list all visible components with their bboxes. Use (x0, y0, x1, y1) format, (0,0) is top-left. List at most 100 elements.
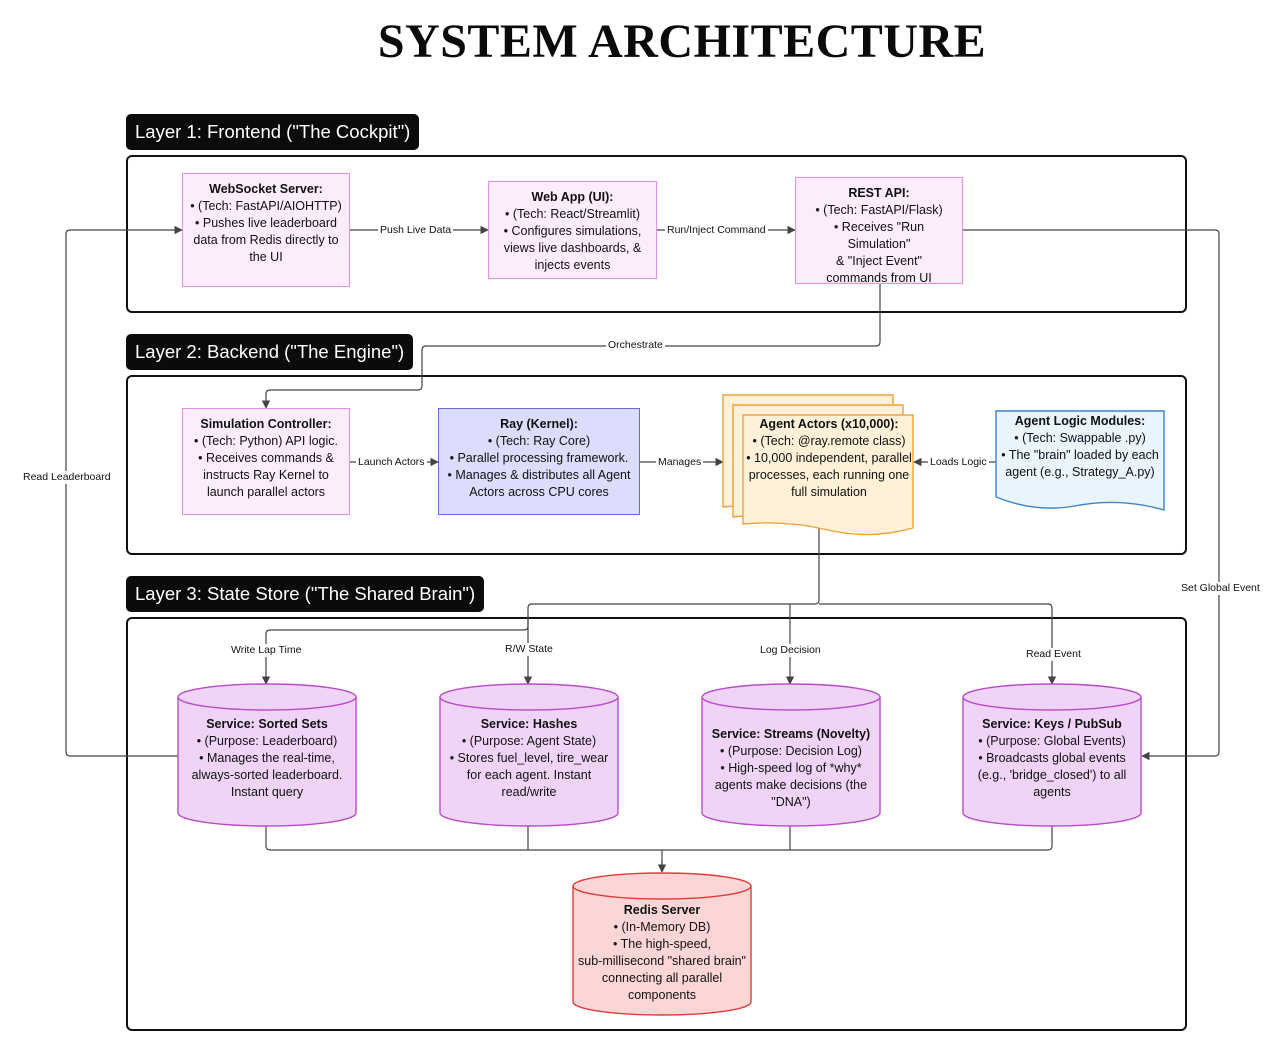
node-line: "DNA") (771, 795, 811, 809)
node-title: Agent Actors (x10,000): (759, 417, 899, 431)
layer-2-frame (126, 375, 1187, 555)
edge-label-launch-actors: Launch Actors (356, 456, 427, 469)
node-line: • Broadcasts global events (978, 751, 1126, 765)
node-line: • (Tech: Ray Core) (487, 434, 591, 448)
node-line: • (Purpose: Global Events) (978, 734, 1126, 748)
node-line: • The "brain" loaded by each (1001, 448, 1159, 462)
cylinder-sorted-sets (177, 683, 357, 827)
node-line: launch parallel actors (206, 485, 326, 499)
node-line: for each agent. Instant (466, 768, 592, 782)
node-line: injects events (534, 258, 611, 272)
edge-write-lap-time (261, 616, 529, 685)
node-title: Service: Keys / PubSub (982, 717, 1122, 731)
edge-read-event (819, 603, 1057, 685)
layer-3-tag: Layer 3: State Store ("The Shared Brain"… (126, 576, 485, 612)
node-line: agent (e.g., Strategy_A.py) (1005, 465, 1155, 479)
streams-node: Service: Streams (Novelty) • (Purpose: D… (702, 726, 880, 811)
edge-label-read-event: Read Event (1024, 648, 1083, 661)
node-title: Service: Streams (Novelty) (711, 727, 871, 741)
node-line: agents (1033, 785, 1071, 799)
node-line: • (Purpose: Leaderboard) (196, 734, 338, 748)
node-line: • (Purpose: Agent State) (461, 734, 597, 748)
node-line: • Configures simulations, (503, 224, 642, 238)
edge-label-run-inject: Run/Inject Command (665, 224, 768, 237)
node-title: REST API: (848, 186, 910, 200)
node-title: Simulation Controller: (200, 417, 332, 431)
web-app-node: Web App (UI): • (Tech: React/Streamlit) … (488, 181, 657, 279)
layer-2-tag: Layer 2: Backend ("The Engine") (126, 334, 414, 370)
edge-read-leaderboard (65, 225, 183, 757)
node-line: • 10,000 independent, parallel (746, 451, 912, 465)
node-line: the UI (249, 250, 283, 264)
edge-label-log-decision: Log Decision (758, 644, 823, 657)
edge-label-set-global-event: Set Global Event (1179, 582, 1262, 595)
sorted-sets-node: Service: Sorted Sets • (Purpose: Leaderb… (178, 716, 356, 801)
node-line: • (Purpose: Decision Log) (720, 744, 862, 758)
node-line: full simulation (791, 485, 867, 499)
hashes-node: Service: Hashes • (Purpose: Agent State)… (440, 716, 618, 801)
cylinder-redis (572, 872, 752, 1016)
node-line: Actors across CPU cores (469, 485, 609, 499)
node-line: commands from UI (826, 271, 932, 285)
node-line: • (Tech: React/Streamlit) (505, 207, 640, 221)
edge-label-rw-state: R/W State (503, 643, 555, 656)
node-line: • Manages the real-time, (199, 751, 335, 765)
node-line: data from Redis directly to (193, 233, 339, 247)
node-line: • (Tech: FastAPI/AIOHTTP) (190, 199, 342, 213)
cylinder-pubsub (962, 683, 1142, 827)
node-line: • Manages & distributes all Agent (447, 468, 631, 482)
node-line: • Receives "Run Simulation" (833, 220, 925, 251)
ray-kernel-node: Ray (Kernel): • (Tech: Ray Core) • Paral… (438, 408, 640, 515)
diagram-title: SYSTEM ARCHITECTURE (377, 15, 987, 68)
cylinder-streams (701, 683, 881, 827)
node-line: processes, each running one (748, 468, 910, 482)
node-title: Ray (Kernel): (500, 417, 578, 431)
edge-label-orchestrate: Orchestrate (606, 339, 665, 352)
node-line: • Parallel processing framework. (449, 451, 629, 465)
agent-actors-node: Agent Actors (x10,000): • (Tech: @ray.re… (745, 415, 913, 501)
edge-label-manages: Manages (656, 456, 704, 469)
node-title: Agent Logic Modules: (1014, 414, 1146, 428)
edge-agent-trunk (523, 522, 820, 685)
node-line: • (Tech: Python) API logic. (193, 434, 339, 448)
layer-3-frame (126, 617, 1187, 1031)
node-line: agents make decisions (the (714, 778, 868, 792)
edge-label-loads-logic: Loads Logic (928, 456, 989, 469)
node-line: • (Tech: @ray.remote class) (752, 434, 906, 448)
edge-orchestrate (261, 284, 881, 409)
simulation-controller-node: Simulation Controller: • (Tech: Python) … (182, 408, 350, 515)
node-line: • Pushes live leaderboard (195, 216, 337, 230)
node-line: Instant query (230, 785, 304, 799)
layer-1-frame (126, 155, 1187, 313)
node-title: Redis Server (623, 903, 701, 917)
node-title: WebSocket Server: (209, 182, 323, 196)
cylinder-hashes (439, 683, 619, 827)
websocket-server-node: WebSocket Server: • (Tech: FastAPI/AIOHT… (182, 173, 350, 287)
node-line: • The high-speed, (613, 937, 711, 951)
node-line: • Stores fuel_level, tire_wear (449, 751, 609, 765)
pubsub-node: Service: Keys / PubSub • (Purpose: Globa… (963, 716, 1141, 801)
edge-set-global-event (963, 229, 1220, 761)
node-line: • Receives commands & (198, 451, 334, 465)
rest-api-node: REST API: • (Tech: FastAPI/Flask) • Rece… (795, 177, 963, 285)
node-title: Web App (UI): (531, 190, 614, 204)
node-line: & "Inject Event" (836, 254, 922, 268)
node-title: Service: Sorted Sets (206, 717, 328, 731)
agent-logic-shape (995, 410, 1165, 511)
node-line: • (Tech: Swappable .py) (1014, 431, 1146, 445)
node-line: connecting all parallel (601, 971, 723, 985)
edge-label-write-lap-time: Write Lap Time (229, 644, 304, 657)
edge-label-read-leaderboard: Read Leaderboard (21, 471, 113, 484)
node-line: • High-speed log of *why* (720, 761, 862, 775)
agent-logic-node: Agent Logic Modules: • (Tech: Swappable … (996, 413, 1164, 481)
node-line: read/write (501, 785, 557, 799)
node-title: Service: Hashes (480, 717, 578, 731)
agent-actors-shape (722, 394, 914, 536)
layer-1-tag: Layer 1: Frontend ("The Cockpit") (126, 114, 420, 150)
node-line: components (627, 988, 697, 1002)
node-line: views live dashboards, & (503, 241, 642, 255)
node-line: • (In-Memory DB) (613, 920, 711, 934)
edge-label-push-live-data: Push Live Data (378, 224, 454, 237)
redis-server-node: Redis Server • (In-Memory DB) • The high… (573, 902, 751, 1004)
